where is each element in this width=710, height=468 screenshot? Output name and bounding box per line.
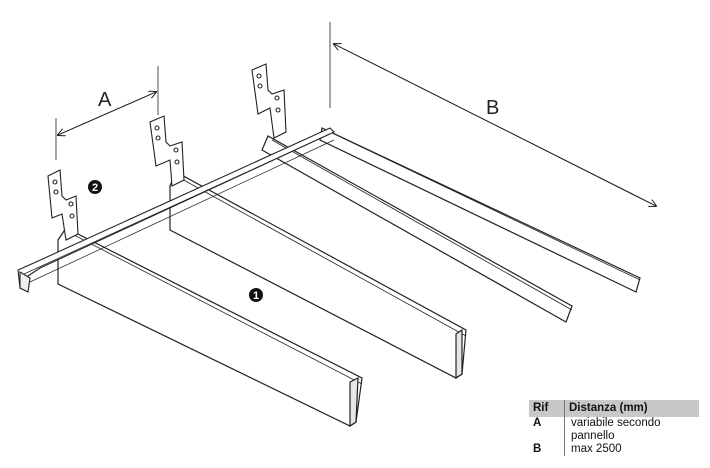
legend-header-distance: Distanza (mm) bbox=[569, 402, 648, 414]
cross-channel bbox=[17, 127, 335, 293]
legend-row-value: variabile secondo pannello bbox=[571, 417, 661, 442]
distance-legend: Rif Distanza (mm) A variabile secondo pa… bbox=[529, 400, 699, 456]
callout-1: 1 bbox=[249, 288, 263, 302]
legend-row: B max 2500 bbox=[529, 443, 699, 456]
legend-row-ref: A bbox=[529, 417, 565, 443]
svg-text:2: 2 bbox=[92, 182, 98, 194]
dimension-a bbox=[55, 66, 159, 160]
legend-header: Rif Distanza (mm) bbox=[529, 400, 699, 417]
dimension-b-label: B bbox=[486, 97, 499, 119]
dimension-a-label: A bbox=[98, 89, 112, 111]
legend-row: A variabile secondo pannello bbox=[529, 417, 699, 443]
hangers bbox=[47, 63, 287, 241]
dimension-b bbox=[329, 22, 656, 206]
legend-row-value: max 2500 bbox=[571, 443, 622, 455]
legend-row-ref: B bbox=[529, 443, 565, 456]
callout-2: 2 bbox=[88, 180, 102, 194]
long-rails bbox=[57, 127, 641, 428]
svg-text:1: 1 bbox=[253, 290, 259, 302]
legend-header-ref: Rif bbox=[529, 400, 565, 417]
